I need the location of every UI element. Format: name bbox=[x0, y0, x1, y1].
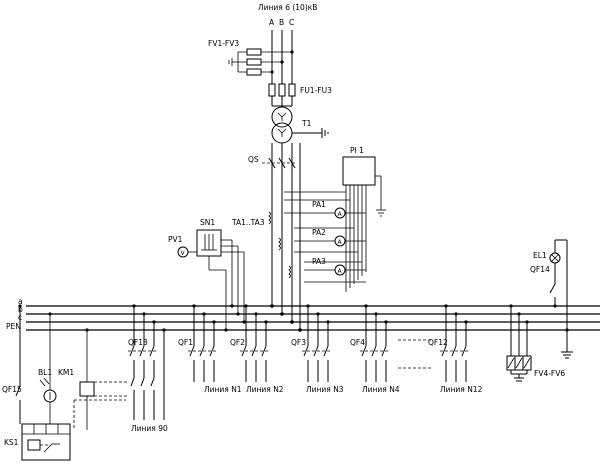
voltmeter-pv1-glyph: V bbox=[181, 250, 186, 257]
contactor-km1 bbox=[73, 328, 128, 430]
fuse-group-hv bbox=[268, 83, 296, 97]
qf1-label: QF1 bbox=[178, 338, 193, 347]
feeder-qf3 bbox=[302, 304, 330, 382]
pi1-wiring bbox=[345, 175, 386, 292]
breaker-qf13 bbox=[128, 304, 166, 420]
voltmeter-pv1: V bbox=[177, 246, 197, 258]
surge-arrester-group-hv bbox=[228, 48, 294, 76]
bus-a-label: a bbox=[18, 297, 23, 306]
ammeter-pa2-glyph: A bbox=[338, 239, 343, 246]
energy-meter-pi1 bbox=[342, 156, 376, 186]
km1-label: KM1 bbox=[58, 368, 74, 377]
ta1-ta3-label: TA1..TA3 bbox=[231, 218, 265, 227]
photo-sensor-bl1 bbox=[39, 312, 57, 424]
pv1-label: PV1 bbox=[168, 235, 183, 244]
feeder-gap-placeholder bbox=[398, 339, 432, 369]
ammeter-pa1: A bbox=[334, 207, 346, 219]
sn1-internals bbox=[201, 234, 245, 330]
pi1-label: PI 1 bbox=[350, 146, 364, 155]
ammeter-pa3: A bbox=[334, 264, 346, 276]
feeder-qf2 bbox=[240, 304, 268, 382]
ks1-label: KS1 bbox=[4, 438, 19, 447]
fv4-fv6-label: FV4-FV6 bbox=[534, 369, 565, 378]
line-n4-label: Линия N4 bbox=[362, 385, 400, 394]
qf4-label: QF4 bbox=[350, 338, 365, 347]
pa2-label: PA2 bbox=[312, 228, 326, 237]
supply-line-label: Линия 6 (10)кВ bbox=[258, 3, 317, 12]
breaker-qf15 bbox=[15, 304, 22, 424]
current-transformers bbox=[268, 191, 366, 283]
line-n2-label: Линия N2 bbox=[246, 385, 284, 394]
t1-label: T1 bbox=[301, 119, 312, 128]
qf13-label: QF13 bbox=[128, 338, 148, 347]
disconnector-qs bbox=[262, 157, 296, 169]
pen-ground bbox=[561, 330, 573, 359]
line-n3-label: Линия N3 bbox=[306, 385, 344, 394]
qf2-label: QF2 bbox=[230, 338, 245, 347]
phase-c-label: C bbox=[289, 18, 294, 27]
qf12-label: QF12 bbox=[428, 338, 448, 347]
relay-ks1 bbox=[21, 423, 71, 461]
surge-arrester-group-lv bbox=[506, 304, 532, 382]
lv-phases bbox=[271, 143, 301, 330]
pa3-label: PA3 bbox=[312, 257, 326, 266]
lighting-circuit bbox=[549, 239, 569, 332]
ammeter-pa1-glyph: A bbox=[338, 211, 343, 218]
bl1-label: BL1 bbox=[38, 368, 52, 377]
feeder-qf4 bbox=[360, 304, 388, 382]
pa1-label: PA1 bbox=[312, 200, 326, 209]
line-n12-label: Линия N12 bbox=[440, 385, 483, 394]
ammeter-wiring bbox=[284, 212, 366, 271]
qf15-label: QF15 bbox=[2, 385, 22, 394]
line-90-label: Линия 90 bbox=[131, 424, 168, 433]
phase-a-label: A bbox=[269, 18, 275, 27]
busbars bbox=[26, 304, 600, 332]
fv1-fv3-label: FV1-FV3 bbox=[208, 39, 239, 48]
el1-label: EL1 bbox=[533, 251, 547, 260]
line-n1-label: Линия N1 bbox=[204, 385, 242, 394]
transformer-t1 bbox=[271, 96, 329, 144]
qf14-label: QF14 bbox=[530, 265, 550, 274]
bus-pen-label: PEN bbox=[6, 322, 21, 331]
fu1-fu3-label: FU1-FU3 bbox=[300, 86, 332, 95]
ammeter-pa3-glyph: A bbox=[338, 268, 343, 275]
sn1-label: SN1 bbox=[200, 218, 215, 227]
phase-b-label: B bbox=[279, 18, 284, 27]
feeder-qf12 bbox=[440, 304, 468, 382]
ammeter-pa2: A bbox=[334, 235, 346, 247]
qs-label: QS bbox=[248, 155, 259, 164]
qf3-label: QF3 bbox=[291, 338, 306, 347]
feeder-qf1 bbox=[188, 304, 216, 382]
